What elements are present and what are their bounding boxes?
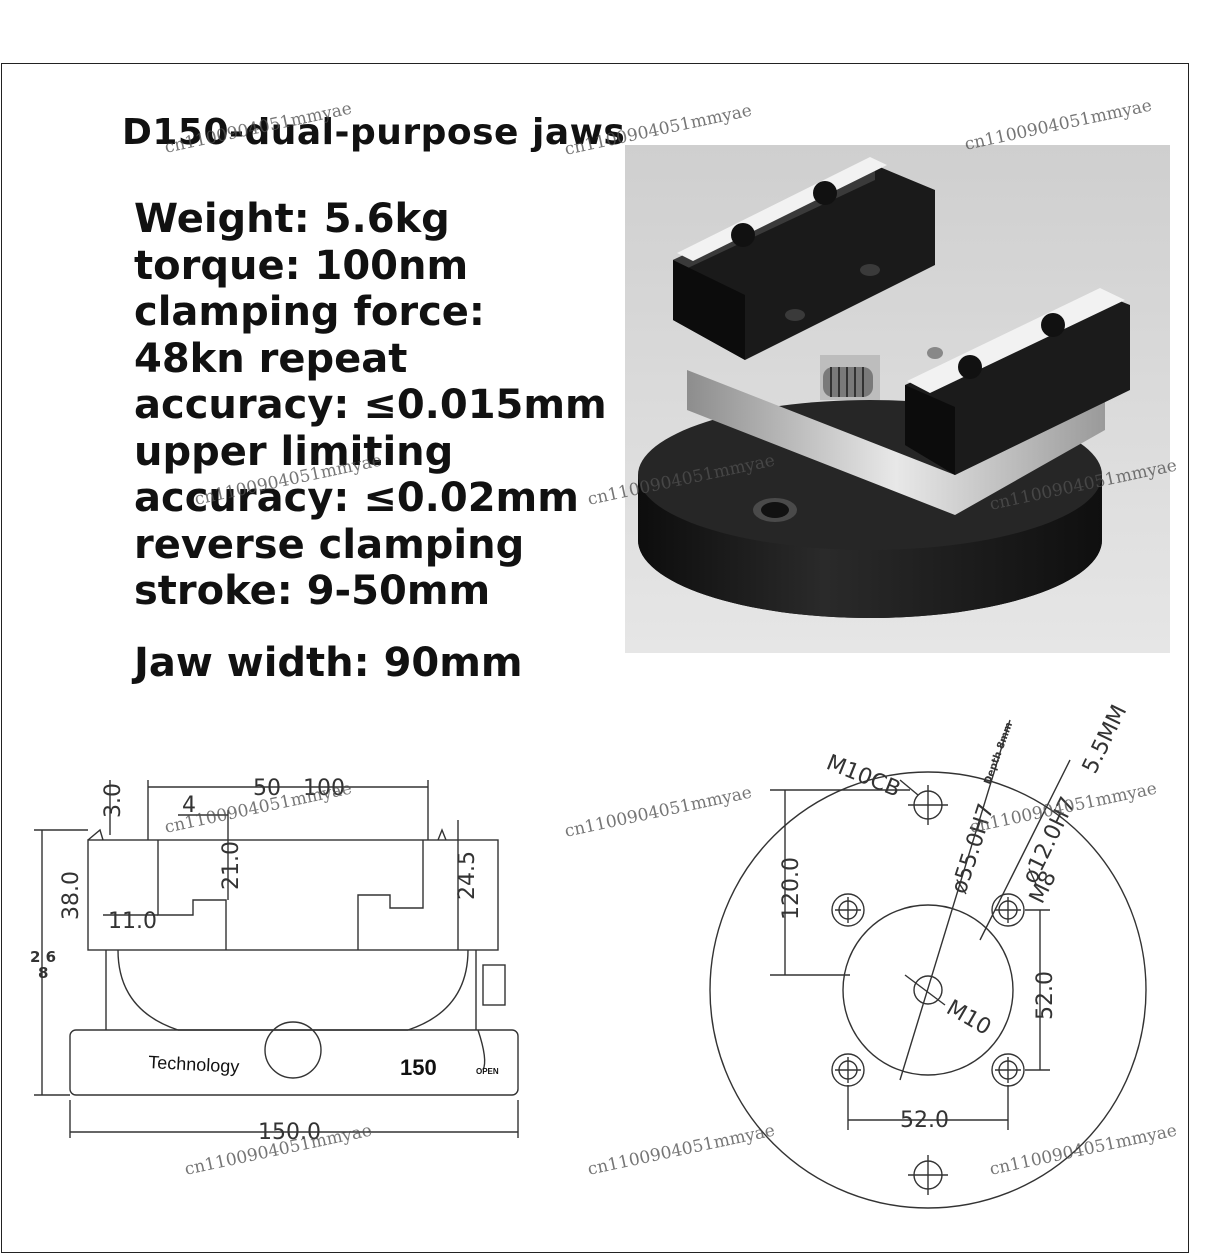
vise-product-image	[625, 145, 1170, 653]
dim-50: 50	[253, 776, 281, 801]
dim-150: 150.0	[258, 1120, 321, 1145]
spec-line: reverse clamping	[134, 521, 525, 568]
spec-line: 48kn repeat	[134, 335, 408, 382]
spec-line: upper limiting	[134, 428, 454, 475]
spec-line: Weight: 5.6kg	[134, 196, 450, 242]
top-view-drawing: M10CB Depth 8mm ø55.0H7 ø12.0H7 5.5MM M8…	[709, 701, 1147, 1209]
dim-120: 120.0	[779, 857, 804, 920]
label-open: OPEN	[476, 1067, 499, 1076]
product-title: D150-dual-purpose jaws	[122, 112, 626, 153]
label-model: 150	[400, 1055, 437, 1080]
dim-3: 3.0	[101, 783, 126, 818]
dim-d55: ø55.0H7	[947, 801, 1000, 897]
dim-24-5: 24.5	[455, 851, 480, 900]
dim-m10cb: M10CB	[823, 750, 904, 802]
dim-4: 4	[182, 793, 196, 818]
dim-268-a: 2 6	[30, 948, 56, 966]
dim-21: 21.0	[219, 841, 244, 890]
dim-268-b: 8	[38, 964, 48, 982]
dim-m10: M10	[942, 996, 995, 1041]
spec-line: clamping force:	[134, 289, 485, 335]
dim-52-horizontal: 52.0	[900, 1108, 949, 1133]
spec-line: accuracy: ≤0.015mm	[134, 382, 607, 428]
dim-38: 38.0	[59, 871, 84, 920]
spec-line: accuracy: ≤0.02mm	[134, 475, 579, 521]
dim-52-vertical: 52.0	[1033, 971, 1058, 1020]
dim-11: 11.0	[108, 909, 157, 934]
spec-line: stroke: 9-50mm	[134, 568, 491, 614]
spec-line: torque: 100nm	[134, 242, 469, 289]
jaw-width: Jaw width: 90mm	[134, 640, 523, 686]
spring-screw	[823, 367, 873, 397]
spec-list: Weight: 5.6kg torque: 100nm clamping for…	[134, 196, 607, 615]
dim-100: 100	[303, 776, 345, 801]
label-technology: Technology	[148, 1052, 240, 1077]
front-view-drawing: 3.0 4 50 100 21.0 24.5 38.0 11.0 2 6 8 1…	[30, 776, 519, 1145]
page-frame	[1, 63, 1189, 1253]
dim-depth: Depth 8mm	[982, 721, 1015, 786]
dim-5-5mm: 5.5MM	[1078, 701, 1132, 778]
